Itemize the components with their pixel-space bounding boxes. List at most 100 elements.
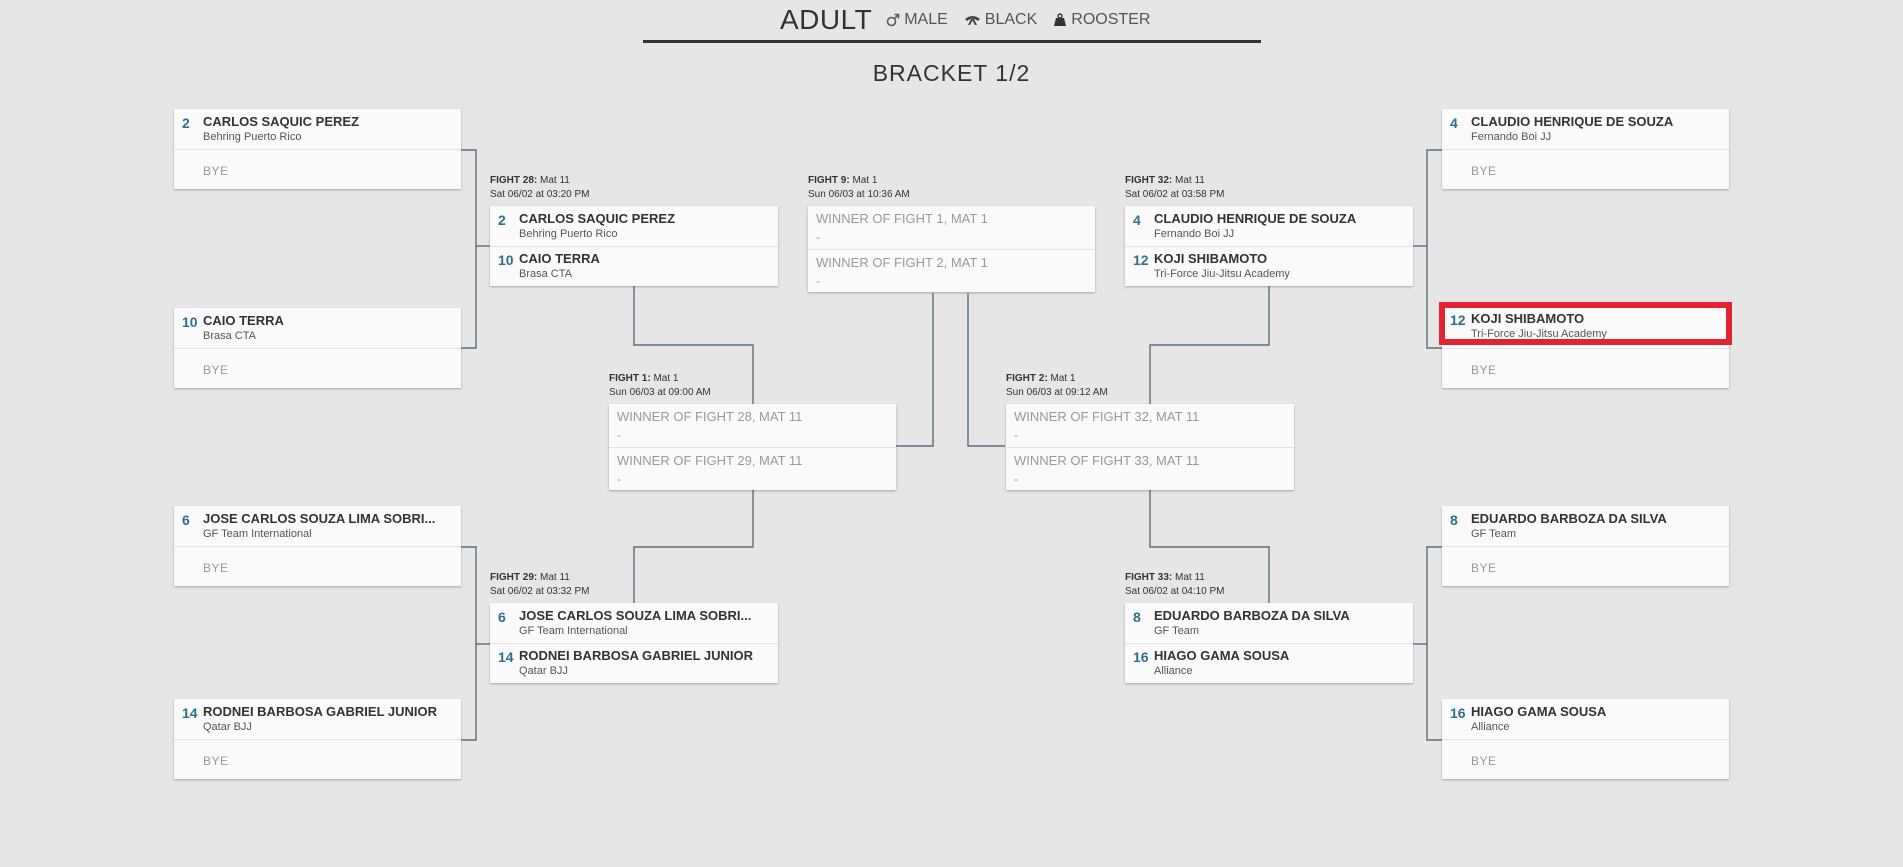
fight-28-card[interactable]: 2 CARLOS SAQUIC PEREZ Behring Puerto Ric…: [490, 206, 778, 286]
pending-team: -: [816, 274, 820, 288]
pending-slot: WINNER OF FIGHT 33, MAT 11 -: [1006, 447, 1294, 490]
fight-1-card[interactable]: WINNER OF FIGHT 28, MAT 11 - WINNER OF F…: [609, 404, 896, 490]
competitor-slot[interactable]: 14 RODNEI BARBOSA GABRIEL JUNIOR Qatar B…: [174, 699, 461, 739]
fight-number: FIGHT 2:: [1006, 373, 1048, 384]
weight-filter: ROOSTER: [1053, 11, 1150, 29]
competitor-name: CAIO TERRA: [203, 313, 284, 328]
belt-filter: BLACK: [964, 11, 1037, 29]
competitor-name: JOSE CARLOS SOUZA LIMA SOBRI...: [203, 511, 436, 526]
competitor-slot[interactable]: 16 HIAGO GAMA SOUSA Alliance: [1442, 699, 1729, 739]
competitor-team: Tri-Force Jiu-Jitsu Academy: [1154, 268, 1290, 280]
pending-label: WINNER OF FIGHT 33, MAT 11: [1014, 453, 1200, 468]
pending-label: WINNER OF FIGHT 28, MAT 11: [617, 409, 803, 424]
fight-number: FIGHT 9:: [808, 175, 850, 186]
competitor-slot[interactable]: 6 JOSE CARLOS SOUZA LIMA SOBRI... GF Tea…: [490, 603, 778, 643]
belt-icon: [964, 16, 980, 25]
competitor-slot-highlighted[interactable]: 12 KOJI SHIBAMOTO Tri-Force Jiu-Jitsu Ac…: [1439, 302, 1732, 345]
competitor-team: Alliance: [1471, 721, 1510, 733]
fight-time: Sun 06/03 at 09:12 AM: [1006, 387, 1108, 398]
bracket-title: BRACKET 1/2: [872, 60, 1031, 86]
competitor-name: EDUARDO BARBOZA DA SILVA: [1471, 511, 1667, 526]
fight-1-info: FIGHT 1: Mat 1 Sun 06/03 at 09:00 AM: [609, 372, 711, 400]
seed-number: 14: [498, 649, 514, 665]
competitor-name: KOJI SHIBAMOTO: [1471, 311, 1585, 326]
fight-mat: Mat 1: [653, 373, 679, 384]
competitor-slot[interactable]: 6 JOSE CARLOS SOUZA LIMA SOBRI... GF Tea…: [174, 506, 461, 546]
competitor-name: CARLOS SAQUIC PEREZ: [203, 114, 360, 129]
competitor-team: GF Team International: [203, 528, 312, 540]
fight-9-info: FIGHT 9: Mat 1 Sun 06/03 at 10:36 AM: [808, 174, 910, 202]
competitor-slot[interactable]: 2 CARLOS SAQUIC PEREZ Behring Puerto Ric…: [174, 109, 461, 149]
seed-card-6[interactable]: 6 JOSE CARLOS SOUZA LIMA SOBRI... GF Tea…: [174, 506, 461, 586]
competitor-team: Qatar BJJ: [203, 721, 252, 733]
seed-card-16[interactable]: 16 HIAGO GAMA SOUSA Alliance BYE: [1442, 699, 1729, 779]
competitor-slot[interactable]: 8 EDUARDO BARBOZA DA SILVA GF Team: [1442, 506, 1729, 546]
fight-33-card[interactable]: 8 EDUARDO BARBOZA DA SILVA GF Team 16 HI…: [1125, 603, 1413, 683]
fight-32-card[interactable]: 4 CLAUDIO HENRIQUE DE SOUZA Fernando Boi…: [1125, 206, 1413, 286]
seed-card-10[interactable]: 10 CAIO TERRA Brasa CTA BYE: [174, 308, 461, 388]
seed-number: 6: [498, 609, 506, 625]
competitor-name: CLAUDIO HENRIQUE DE SOUZA: [1154, 211, 1357, 226]
competitor-slot[interactable]: 16 HIAGO GAMA SOUSA Alliance: [1125, 643, 1413, 683]
seed-number: 6: [182, 512, 190, 528]
gender-label: MALE: [904, 11, 948, 28]
competitor-name: CLAUDIO HENRIQUE DE SOUZA: [1471, 114, 1674, 129]
age-label: ADULT: [780, 4, 873, 35]
competitor-slot[interactable]: 10 CAIO TERRA Brasa CTA: [490, 246, 778, 286]
seed-card-4[interactable]: 4 CLAUDIO HENRIQUE DE SOUZA Fernando Boi…: [1442, 109, 1729, 189]
competitor-name: CAIO TERRA: [519, 251, 600, 266]
fight-32-info: FIGHT 32: Mat 11 Sat 06/02 at 03:58 PM: [1125, 174, 1225, 202]
fight-mat: Mat 11: [540, 175, 570, 186]
bye-slot: BYE: [174, 739, 461, 779]
fight-time: Sat 06/02 at 03:20 PM: [490, 189, 590, 200]
competitor-name: CARLOS SAQUIC PEREZ: [519, 211, 676, 226]
seed-number: 2: [182, 115, 190, 131]
pending-team: -: [1014, 428, 1018, 442]
bye-slot: BYE: [174, 149, 461, 189]
competitor-slot[interactable]: 4 CLAUDIO HENRIQUE DE SOUZA Fernando Boi…: [1442, 109, 1729, 149]
bye-slot: BYE: [174, 348, 461, 388]
bye-slot: BYE: [1442, 546, 1729, 586]
competitor-slot[interactable]: 8 EDUARDO BARBOZA DA SILVA GF Team: [1125, 603, 1413, 643]
gender-filter: MALE: [886, 11, 948, 29]
competitor-slot[interactable]: 14 RODNEI BARBOSA GABRIEL JUNIOR Qatar B…: [490, 643, 778, 683]
pending-label: WINNER OF FIGHT 1, MAT 1: [816, 211, 988, 226]
pending-team: -: [617, 428, 621, 442]
bye-slot: BYE: [1442, 348, 1729, 388]
fight-2-info: FIGHT 2: Mat 1 Sun 06/03 at 09:12 AM: [1006, 372, 1108, 400]
fight-time: Sun 06/03 at 09:00 AM: [609, 387, 711, 398]
bye-label: BYE: [1471, 363, 1497, 377]
seed-card-8[interactable]: 8 EDUARDO BARBOZA DA SILVA GF Team BYE: [1442, 506, 1729, 586]
competitor-slot[interactable]: 4 CLAUDIO HENRIQUE DE SOUZA Fernando Boi…: [1125, 206, 1413, 246]
fight-time: Sat 06/02 at 03:32 PM: [490, 586, 590, 597]
fight-9-card[interactable]: WINNER OF FIGHT 1, MAT 1 - WINNER OF FIG…: [808, 206, 1095, 292]
pending-slot: WINNER OF FIGHT 29, MAT 11 -: [609, 447, 896, 490]
fight-29-card[interactable]: 6 JOSE CARLOS SOUZA LIMA SOBRI... GF Tea…: [490, 603, 778, 683]
division-header: ADULT MALE BLACK ROOSTER: [0, 0, 1903, 44]
fight-mat: Mat 11: [1175, 572, 1205, 583]
competitor-slot[interactable]: 12 KOJI SHIBAMOTO Tri-Force Jiu-Jitsu Ac…: [1125, 246, 1413, 286]
fight-time: Sat 06/02 at 04:10 PM: [1125, 586, 1225, 597]
seed-card-2[interactable]: 2 CARLOS SAQUIC PEREZ Behring Puerto Ric…: [174, 109, 461, 189]
pending-slot: WINNER OF FIGHT 32, MAT 11 -: [1006, 404, 1294, 447]
fight-2-card[interactable]: WINNER OF FIGHT 32, MAT 11 - WINNER OF F…: [1006, 404, 1294, 490]
fight-number: FIGHT 32:: [1125, 175, 1173, 186]
pending-team: -: [816, 230, 820, 244]
header-divider: [643, 40, 1261, 43]
bye-label: BYE: [1471, 164, 1497, 178]
weight-icon: [1054, 13, 1067, 26]
seed-card-12[interactable]: 12 KOJI SHIBAMOTO Tri-Force Jiu-Jitsu Ac…: [1439, 302, 1732, 388]
pending-label: WINNER OF FIGHT 32, MAT 11: [1014, 409, 1200, 424]
competitor-team: Qatar BJJ: [519, 665, 568, 677]
competitor-slot[interactable]: 10 CAIO TERRA Brasa CTA: [174, 308, 461, 348]
bye-label: BYE: [1471, 561, 1497, 575]
pending-slot: WINNER OF FIGHT 2, MAT 1 -: [808, 249, 1095, 292]
competitor-team: Fernando Boi JJ: [1154, 228, 1235, 240]
seed-number: 10: [182, 314, 198, 330]
seed-number: 8: [1133, 609, 1141, 625]
competitor-slot[interactable]: 2 CARLOS SAQUIC PEREZ Behring Puerto Ric…: [490, 206, 778, 246]
competitor-name: RODNEI BARBOSA GABRIEL JUNIOR: [519, 648, 754, 663]
seed-number: 16: [1133, 649, 1149, 665]
seed-card-14[interactable]: 14 RODNEI BARBOSA GABRIEL JUNIOR Qatar B…: [174, 699, 461, 779]
competitor-team: Behring Puerto Rico: [203, 131, 302, 143]
